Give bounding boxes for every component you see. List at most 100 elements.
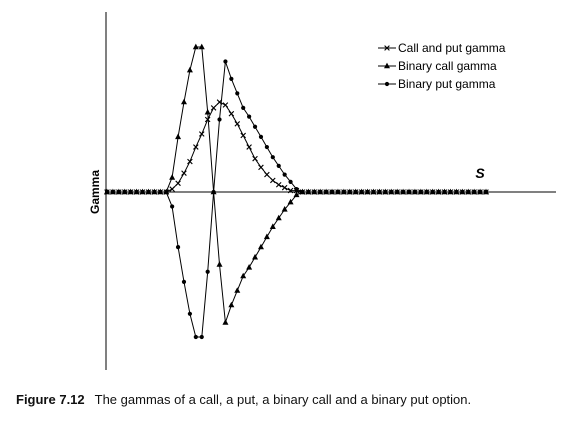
data-point [110,189,116,195]
legend-marker [384,45,390,51]
data-point [252,155,258,162]
data-point [252,124,258,129]
series-call-and-put-gamma [104,99,489,195]
data-point [211,189,216,195]
legend-marker [384,62,390,69]
data-point [199,334,204,340]
data-point [335,189,341,195]
data-point [234,121,241,127]
data-point [430,189,435,195]
data-point [395,189,400,195]
data-point [269,223,276,229]
data-point [270,177,276,184]
data-point [198,43,205,50]
data-point [288,179,293,184]
caption-number: Figure 7.12 [16,392,85,407]
data-point [306,189,311,195]
data-point [365,189,370,195]
data-point [116,189,121,195]
x-axis-label: S [475,165,485,181]
data-point [424,189,429,195]
data-point [187,311,193,316]
data-point [383,189,388,195]
data-point [477,189,483,195]
data-point [258,164,264,171]
data-point [318,189,323,195]
data-point [324,189,329,195]
data-point [222,319,229,325]
data-point [175,245,181,250]
series-line [107,101,486,193]
data-point [281,184,288,191]
data-point [406,189,412,195]
data-point [483,189,489,195]
data-point [229,76,234,81]
data-point [223,59,228,64]
data-point [252,253,259,260]
data-point [170,204,175,209]
data-point [347,189,352,195]
data-point [217,117,222,122]
data-point [282,172,287,177]
legend-label: Call and put gamma [398,41,506,55]
data-point [152,189,157,195]
series-layer [104,43,489,340]
legend-label: Binary call gamma [398,59,497,73]
data-point [164,189,169,195]
data-point [241,105,246,110]
data-point [240,132,246,139]
data-point [436,189,441,195]
data-point [460,189,465,195]
data-point [204,108,211,115]
data-point [210,105,217,111]
data-point [216,261,223,267]
data-point [454,189,459,195]
data-point [263,233,270,240]
data-point [377,189,382,195]
data-point [287,187,294,194]
data-point [128,189,133,195]
data-point [442,189,447,195]
data-point [257,243,264,250]
data-point [294,187,299,192]
data-point [371,189,376,195]
data-point [341,189,346,195]
legend-item: Binary put gamma [378,77,496,91]
data-point [353,189,358,195]
data-point [169,186,175,192]
data-point [389,189,394,195]
data-point [193,334,198,340]
data-point [246,144,252,150]
data-point [275,181,282,188]
legend-item: Binary call gamma [378,59,497,73]
legend-label: Binary put gamma [398,77,496,91]
data-point [312,189,317,195]
series-binary-put-gamma [104,59,489,340]
data-point [180,98,187,105]
data-point [300,189,305,195]
data-point [246,264,253,270]
data-point [122,189,127,195]
data-point [275,214,282,221]
data-point [472,189,477,195]
data-point [192,43,199,50]
data-point [466,189,471,195]
data-point [276,163,281,168]
data-point [175,133,182,140]
legend-item: Call and put gamma [378,41,506,55]
data-point [146,189,151,195]
data-point [181,279,187,284]
data-point [187,158,193,165]
data-point [281,206,288,212]
series-line [107,61,486,338]
data-point [270,155,275,160]
data-point [104,189,110,195]
data-point [186,66,193,73]
y-axis-label: Gamma [88,170,102,214]
data-point [175,180,181,187]
data-point [264,144,269,150]
data-point [258,134,264,139]
data-point [181,170,187,176]
